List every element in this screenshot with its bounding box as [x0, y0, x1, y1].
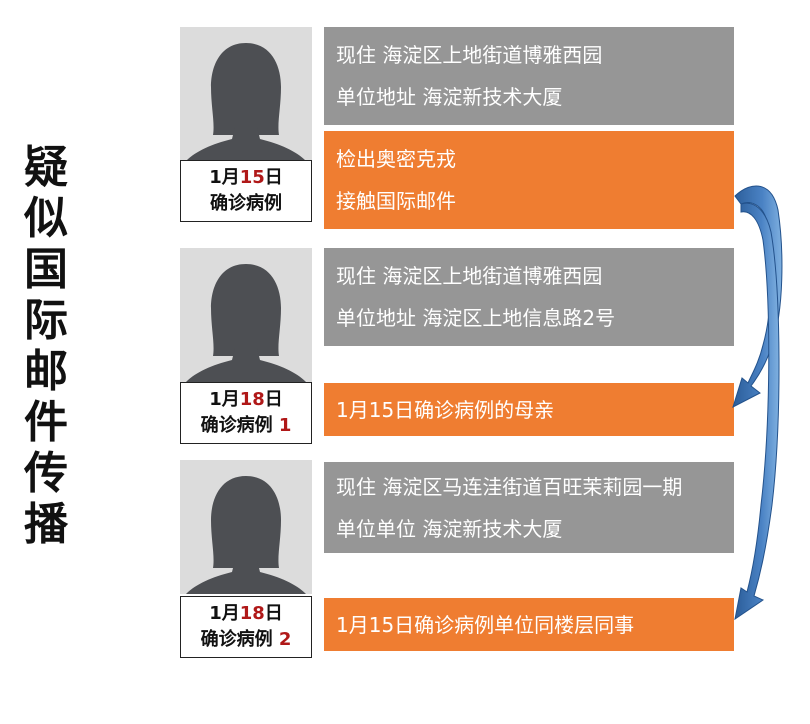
case-2-note-box: 1月15日确诊病例的母亲	[324, 383, 734, 436]
title-char: 件	[24, 397, 68, 448]
note-text: 1月15日确诊病例的母亲	[336, 397, 555, 422]
case-2-avatar	[180, 248, 312, 382]
workplace-text: 单位地址 海淀区上地信息路2号	[336, 306, 616, 330]
case-1-address-box: 现住 海淀区上地街道博雅西园 单位地址 海淀新技术大厦	[324, 27, 734, 125]
case-label: 确诊病例 1	[200, 415, 292, 436]
case-3-note-box: 1月15日确诊病例单位同楼层同事	[324, 598, 734, 651]
residence-text: 现住 海淀区马连洼街道百旺茉莉园一期	[336, 474, 683, 499]
title-char: 国	[24, 244, 68, 295]
case-1-label: 1月15日 确诊病例	[180, 160, 312, 222]
case-date: 1月15日	[209, 167, 283, 188]
title-char: 疑	[24, 142, 68, 193]
case-date: 1月18日	[209, 389, 283, 410]
title-char: 际	[24, 295, 68, 346]
person-silhouette-icon	[186, 43, 306, 161]
case-date: 1月18日	[209, 603, 283, 624]
case-3-address-box: 现住 海淀区马连洼街道百旺茉莉园一期 单位单位 海淀新技术大厦	[324, 462, 734, 553]
title-char: 似	[24, 193, 68, 244]
title-char: 传	[24, 448, 68, 499]
vertical-title: 疑 似 国 际 邮 件 传 播	[16, 142, 76, 550]
case-label: 确诊病例 2	[200, 629, 292, 650]
title-char: 邮	[24, 346, 68, 397]
residence-text: 现住 海淀区上地街道博雅西园	[336, 43, 603, 67]
arrow-case1-to-case3	[734, 202, 780, 621]
title-char: 播	[24, 499, 68, 550]
note-text: 接触国际邮件	[336, 189, 456, 213]
workplace-text: 单位地址 海淀新技术大厦	[336, 85, 563, 109]
case-3-label: 1月18日 确诊病例 2	[180, 596, 312, 658]
residence-text: 现住 海淀区上地街道博雅西园	[336, 264, 603, 288]
note-text: 检出奥密克戎	[336, 147, 456, 171]
case-2-label: 1月18日 确诊病例 1	[180, 382, 312, 444]
person-silhouette-icon	[186, 476, 306, 594]
note-text: 1月15日确诊病例单位同楼层同事	[336, 612, 635, 637]
person-silhouette-icon	[186, 264, 306, 382]
case-label: 确诊病例	[210, 193, 282, 214]
case-1-avatar	[180, 27, 312, 161]
workplace-text: 单位单位 海淀新技术大厦	[336, 516, 563, 541]
case-1-note-box: 检出奥密克戎 接触国际邮件	[324, 131, 734, 229]
case-2-address-box: 现住 海淀区上地街道博雅西园 单位地址 海淀区上地信息路2号	[324, 248, 734, 346]
case-3-avatar	[180, 460, 312, 594]
